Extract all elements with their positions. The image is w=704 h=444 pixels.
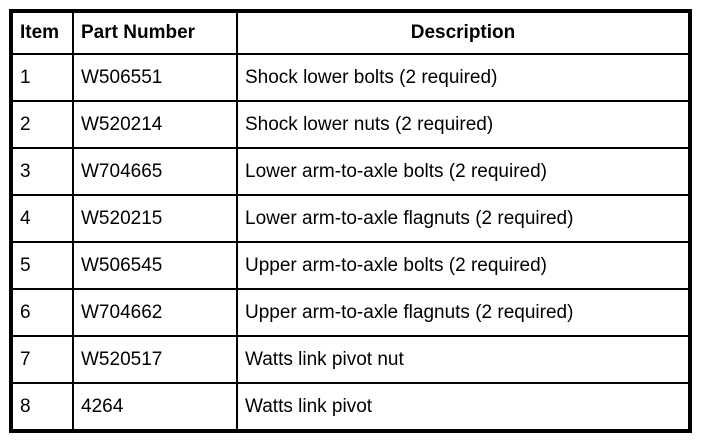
parts-table: Item Part Number Description 1 W506551 S… xyxy=(9,9,692,433)
cell-part-number: W520214 xyxy=(72,100,238,149)
table-row: 8 4264 Watts link pivot xyxy=(10,382,691,432)
column-header-description: Description xyxy=(236,10,691,55)
cell-item: 6 xyxy=(10,288,74,337)
cell-part-number: 4264 xyxy=(72,382,238,432)
cell-description: Watts link pivot nut xyxy=(236,335,691,384)
cell-part-number: W704665 xyxy=(72,147,238,196)
parts-table-header: Item Part Number Description xyxy=(10,10,691,55)
table-row: 2 W520214 Shock lower nuts (2 required) xyxy=(10,100,691,149)
cell-item: 1 xyxy=(10,53,74,102)
cell-item: 4 xyxy=(10,194,74,243)
cell-item: 8 xyxy=(10,382,74,432)
header-row: Item Part Number Description xyxy=(10,10,691,55)
parts-table-body: 1 W506551 Shock lower bolts (2 required)… xyxy=(10,53,691,432)
cell-description: Lower arm-to-axle flagnuts (2 required) xyxy=(236,194,691,243)
cell-description: Upper arm-to-axle bolts (2 required) xyxy=(236,241,691,290)
table-row: 3 W704665 Lower arm-to-axle bolts (2 req… xyxy=(10,147,691,196)
table-row: 7 W520517 Watts link pivot nut xyxy=(10,335,691,384)
cell-description: Shock lower bolts (2 required) xyxy=(236,53,691,102)
table-row: 4 W520215 Lower arm-to-axle flagnuts (2 … xyxy=(10,194,691,243)
cell-part-number: W520517 xyxy=(72,335,238,384)
table-row: 1 W506551 Shock lower bolts (2 required) xyxy=(10,53,691,102)
column-header-part-number: Part Number xyxy=(72,10,238,55)
cell-description: Watts link pivot xyxy=(236,382,691,432)
cell-description: Upper arm-to-axle flagnuts (2 required) xyxy=(236,288,691,337)
cell-description: Shock lower nuts (2 required) xyxy=(236,100,691,149)
cell-description: Lower arm-to-axle bolts (2 required) xyxy=(236,147,691,196)
cell-part-number: W506545 xyxy=(72,241,238,290)
cell-item: 7 xyxy=(10,335,74,384)
column-header-item: Item xyxy=(10,10,74,55)
cell-item: 3 xyxy=(10,147,74,196)
cell-part-number: W520215 xyxy=(72,194,238,243)
cell-item: 2 xyxy=(10,100,74,149)
table-row: 6 W704662 Upper arm-to-axle flagnuts (2 … xyxy=(10,288,691,337)
cell-item: 5 xyxy=(10,241,74,290)
cell-part-number: W704662 xyxy=(72,288,238,337)
table-row: 5 W506545 Upper arm-to-axle bolts (2 req… xyxy=(10,241,691,290)
cell-part-number: W506551 xyxy=(72,53,238,102)
